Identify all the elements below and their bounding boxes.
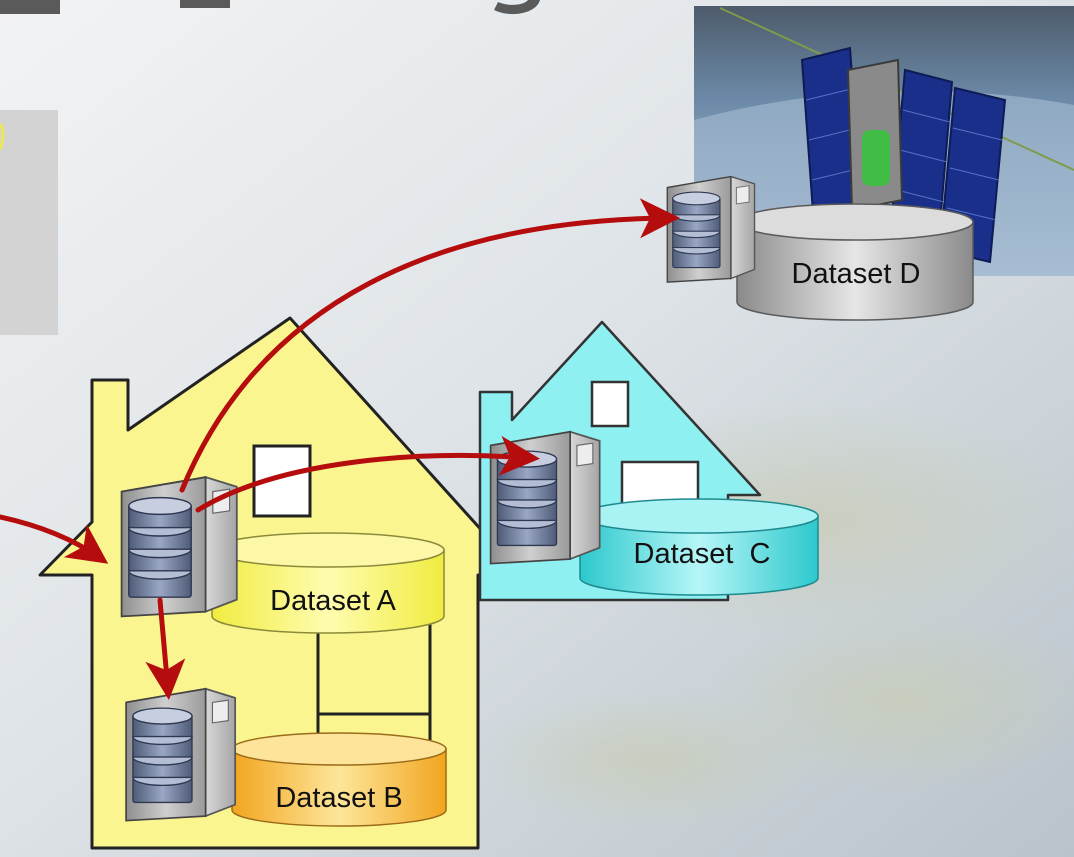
dataset-b-cylinder: Dataset B	[231, 732, 447, 827]
arrow-a-to-c	[195, 435, 540, 513]
arrow-a-to-b	[145, 597, 186, 700]
dataset-c-cylinder: Dataset C	[579, 498, 819, 596]
side-panel	[0, 110, 58, 335]
dataset-a-cylinder: Dataset A	[211, 532, 445, 634]
dataset-b-label: Dataset B	[275, 782, 402, 814]
dataset-d-cylinder: Dataset D	[736, 203, 974, 321]
arrow-incoming	[0, 514, 109, 564]
arrow-a-to-d	[179, 198, 680, 493]
server-icon-b	[125, 687, 237, 822]
server-icon-d	[666, 175, 756, 283]
dataset-d-label: Dataset D	[792, 258, 921, 290]
cropped-text-fragment	[0, 123, 5, 151]
cropped-title-fragment	[0, 0, 540, 15]
land-mass	[480, 690, 820, 830]
arrows	[0, 198, 680, 700]
dataset-c-label: Dataset C	[634, 538, 771, 570]
server-icon-c	[489, 430, 601, 565]
dataset-a-label: Dataset A	[270, 585, 396, 617]
